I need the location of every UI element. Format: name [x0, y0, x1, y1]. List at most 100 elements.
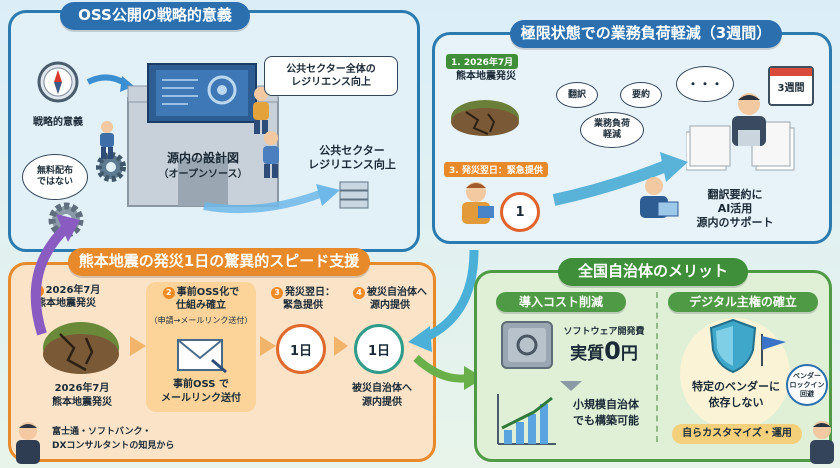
- safe-icon: [500, 320, 554, 376]
- arrow-icon: [550, 148, 690, 212]
- merit-title: 全国自治体のメリット: [558, 258, 748, 286]
- translate-bubble: 翻訳: [556, 82, 598, 108]
- stressed-person-icon: [724, 90, 774, 154]
- clock-label: 1日: [289, 343, 313, 359]
- small-city-caption: でも構築可能: [573, 414, 639, 427]
- deliver-caption: 被災自治体へ: [352, 383, 412, 394]
- bubble-line: 業務負荷: [593, 119, 630, 129]
- step-number: 4: [353, 287, 365, 299]
- lockin-badge: ベンダー ロックイン 回避: [786, 364, 828, 406]
- server-icon: [338, 180, 370, 214]
- summary-bubble: 要約: [620, 82, 662, 108]
- shield-icon: [708, 318, 758, 378]
- ai-label: 源内のサポート: [696, 216, 774, 229]
- official-person-icon: [806, 418, 838, 468]
- zero-unit: 円: [620, 344, 638, 364]
- chevron-right-icon: [130, 336, 146, 360]
- divider: [656, 292, 658, 442]
- step3-label: 3. 発災翌日：緊急提供: [449, 166, 543, 176]
- step3-tag: 3. 発災翌日：緊急提供: [444, 162, 548, 177]
- software-label: ソフトウェア開発費: [563, 327, 645, 337]
- strategy-title: OSS公開の戦略的意義: [60, 2, 250, 30]
- ground-caption: 熊本地震発災: [52, 397, 112, 408]
- step1-sublabel: 熊本地震発災: [456, 71, 516, 82]
- arrow-icon: [86, 70, 134, 104]
- small-city-caption: 小規模自治体: [573, 398, 639, 411]
- growth-chart-icon: [494, 392, 558, 452]
- resilience-speech-bubble: 公共セクター全体の レジリエンス向上: [264, 56, 398, 96]
- customize-label: 自らカスタマイズ・運用: [682, 428, 792, 439]
- step-line: 仕組み確立: [176, 300, 226, 311]
- badge-line: ロックイン: [789, 380, 825, 389]
- step-line: 源内提供: [370, 300, 410, 311]
- blueprint-sublabel: （オープンソース）: [158, 169, 248, 180]
- cracked-ground-icon: [448, 92, 522, 142]
- zero-price: 実質0円: [556, 337, 652, 365]
- sovereign-title: デジタル主権の確立: [668, 292, 818, 312]
- flag-icon: [758, 332, 788, 372]
- badge-line: ベンダー: [793, 371, 821, 380]
- badge-line: 回避: [800, 389, 814, 398]
- bubble-line: レジリエンス向上: [291, 77, 371, 88]
- chevron-right-icon: [260, 336, 276, 360]
- free-distribution-bubble: 無料配布 ではない: [22, 154, 88, 200]
- footer-note: DXコンサルタントの知見から: [52, 441, 175, 451]
- no-vendor-caption: 依存しない: [708, 396, 764, 409]
- burden-title: 極限状態での業務負荷軽減（3週間）: [510, 20, 782, 48]
- worried-person-icon: [456, 180, 496, 230]
- customize-pill: 自らカスタマイズ・運用: [672, 424, 802, 444]
- step-sublabel: （申請→メールリンク送付）: [149, 316, 253, 325]
- deliver-caption: 源内提供: [362, 397, 402, 408]
- blueprint-label: 源内の設計図: [166, 151, 239, 165]
- zero-value: 0: [604, 337, 621, 365]
- ai-label: 翻訳要約に: [707, 188, 763, 201]
- step-number: 2: [162, 287, 175, 299]
- calendar-label: 3週間: [777, 83, 805, 94]
- arrow-icon: [22, 210, 82, 344]
- worker-person-icon: [96, 120, 118, 164]
- step-line: 熊本地震発災: [36, 298, 96, 309]
- worker-person-icon: [258, 130, 284, 182]
- ground-caption: 2026年7月: [54, 383, 110, 394]
- alarm-clock-icon: 1日: [354, 324, 404, 374]
- step-number: 3: [271, 287, 283, 299]
- step-line: 2026年7月: [45, 285, 101, 296]
- mail-caption: 事前OSS で: [173, 379, 229, 390]
- cost-title: 導入コスト削減: [496, 292, 626, 312]
- footer-note: 富士通・ソフトバンク・: [52, 427, 152, 437]
- resilience-label: 公共セクター: [319, 144, 385, 157]
- mail-icon: [176, 334, 228, 378]
- chevron-down-icon: [560, 376, 582, 395]
- clock-label: 1日: [367, 343, 391, 359]
- mail-caption: メールリンク送付: [161, 393, 241, 404]
- step-line: 被災自治体へ: [367, 287, 427, 298]
- chevron-right-icon: [334, 336, 348, 360]
- step-line: 発災翌日：: [285, 287, 335, 298]
- zero-prefix: 実質: [570, 344, 605, 364]
- step-line: 緊急提供: [283, 300, 323, 311]
- thought-bubble: ・・・: [676, 66, 734, 102]
- step1-tag: 1. 2026年7月: [446, 54, 519, 69]
- arrow-icon: [404, 246, 484, 360]
- person-laptop-icon: [630, 176, 680, 228]
- bubble-line: ではない: [36, 177, 73, 187]
- bubble-line: 公共セクター全体の: [286, 64, 376, 75]
- compass-label: 戦略的意義: [33, 117, 83, 128]
- calendar-icon: 3週間: [768, 66, 814, 106]
- step-line: 事前OSS化で: [176, 287, 240, 298]
- speed-title: 熊本地震の発災1日の驚異的スピード支援: [68, 248, 370, 276]
- alarm-clock-icon: 1: [500, 192, 540, 232]
- ai-label: AI活用: [717, 202, 753, 215]
- consultant-person-icon: [10, 420, 46, 468]
- clock-label: 1: [515, 204, 525, 220]
- alarm-clock-icon: 1日: [276, 324, 326, 374]
- cracked-ground-icon: [40, 318, 122, 382]
- step1-label: 1. 2026年7月: [451, 58, 514, 68]
- no-vendor-caption: 特定のベンダーに: [692, 380, 780, 393]
- bubble-line: 軽減: [602, 130, 621, 140]
- resilience-label: レジリエンス向上: [308, 158, 396, 171]
- arrow-icon: [200, 176, 350, 220]
